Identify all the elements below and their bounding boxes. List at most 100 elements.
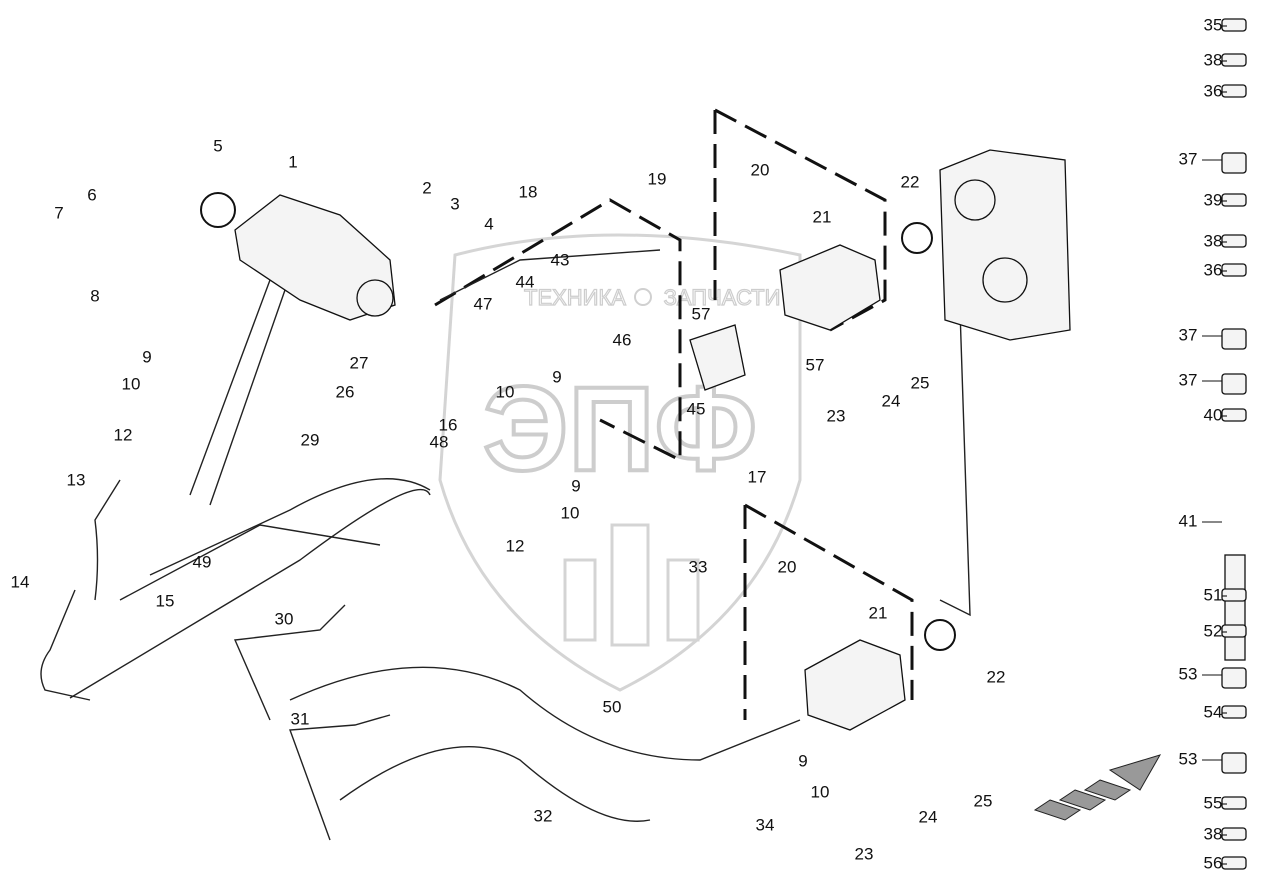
fastener-part-37: [1221, 152, 1247, 174]
callout-25: 25: [911, 373, 930, 392]
fastener-part-52: [1221, 624, 1247, 638]
callout-22: 22: [901, 172, 920, 191]
callout-23: 23: [827, 406, 846, 425]
fastener-part-37: [1221, 373, 1247, 395]
fastener-part-38: [1221, 827, 1247, 841]
fastener-column: [1202, 18, 1247, 870]
fastener-part-37: [1221, 328, 1247, 350]
callout-27: 27: [350, 353, 369, 372]
hydraulic-motor-lower: [804, 639, 906, 731]
callout-32: 32: [534, 806, 553, 825]
hoses: [40, 249, 971, 841]
fastener-label-36: 36: [1204, 260, 1223, 279]
callout-13: 13: [67, 470, 86, 489]
fastener-part-36: [1221, 263, 1247, 277]
fastener-label-54: 54: [1204, 702, 1223, 721]
callout-9: 9: [571, 476, 580, 495]
callout-44: 44: [516, 272, 535, 291]
fastener-part-53: [1221, 667, 1247, 689]
fastener-part-36: [1221, 84, 1247, 98]
callout-12: 12: [506, 536, 525, 555]
valve-block: [689, 324, 746, 391]
fastener-part-35: [1221, 18, 1247, 32]
fastener-part-51: [1221, 588, 1247, 602]
fastener-label-39: 39: [1204, 190, 1223, 209]
callout-22: 22: [987, 667, 1006, 686]
callout-19: 19: [648, 169, 667, 188]
callout-12: 12: [114, 425, 133, 444]
callout-18: 18: [519, 182, 538, 201]
callout-16: 16: [439, 415, 458, 434]
fastener-label-36: 36: [1204, 81, 1223, 100]
callout-6: 6: [87, 185, 96, 204]
callout-29: 29: [301, 430, 320, 449]
callout-7: 7: [54, 203, 63, 222]
callout-1: 1: [288, 152, 297, 171]
gear-icon: [634, 288, 652, 306]
callout-15: 15: [156, 591, 175, 610]
callout-2: 2: [422, 178, 431, 197]
callout-26: 26: [336, 382, 355, 401]
callout-20: 20: [778, 557, 797, 576]
fastener-label-55: 55: [1204, 793, 1223, 812]
callout-25: 25: [974, 791, 993, 810]
callout-8: 8: [90, 286, 99, 305]
fastener-part-55: [1221, 796, 1247, 810]
components: [200, 149, 1071, 731]
fastener-label-38: 38: [1204, 50, 1223, 69]
fastener-label-37: 37: [1179, 325, 1198, 344]
arrow-icon: [1033, 754, 1162, 821]
callout-9: 9: [552, 367, 561, 386]
fastener-part-54: [1221, 705, 1247, 719]
fastener-part-53: [1221, 752, 1247, 774]
callout-3: 3: [450, 194, 459, 213]
fastener-label-56: 56: [1204, 853, 1223, 872]
pump-shaft: [356, 279, 394, 317]
callout-5: 5: [213, 136, 222, 155]
o-ring: [200, 192, 236, 228]
fastener-label-52: 52: [1204, 621, 1223, 640]
callout-31: 31: [291, 709, 310, 728]
callout-34: 34: [756, 815, 775, 834]
fastener-label-35: 35: [1204, 15, 1223, 34]
callout-47: 47: [474, 294, 493, 313]
callout-21: 21: [813, 207, 832, 226]
callout-57: 57: [692, 304, 711, 323]
callout-49: 49: [193, 552, 212, 571]
callout-23: 23: [855, 844, 874, 863]
callout-10: 10: [811, 782, 830, 801]
watermark-right-text: ЗАПЧАСТИ: [664, 285, 781, 310]
callout-48: 48: [430, 432, 449, 451]
callout-20: 20: [751, 160, 770, 179]
callout-17: 17: [748, 467, 767, 486]
watermark-left-text: ТЕХНИКА: [524, 285, 626, 310]
fastener-label-41: 41: [1179, 511, 1198, 530]
hydraulic-motor-upper: [779, 244, 881, 331]
callout-43: 43: [551, 250, 570, 269]
fastener-part-39: [1221, 193, 1247, 207]
assembly-outlines: [434, 108, 914, 720]
fastener-label-38: 38: [1204, 231, 1223, 250]
callout-24: 24: [919, 807, 938, 826]
gearbox: [939, 149, 1071, 341]
fastener-label-40: 40: [1204, 405, 1223, 424]
callout-4: 4: [484, 214, 493, 233]
fastener-label-38: 38: [1204, 824, 1223, 843]
fastener-label-53: 53: [1179, 749, 1198, 768]
callout-45: 45: [687, 399, 706, 418]
callout-30: 30: [275, 609, 294, 628]
fastener-label-37: 37: [1179, 149, 1198, 168]
callout-10: 10: [561, 503, 580, 522]
callout-21: 21: [869, 603, 888, 622]
hydraulic-pump: [234, 194, 396, 321]
fastener-part-56: [1221, 856, 1247, 870]
callout-14: 14: [11, 572, 30, 591]
callout-57: 57: [806, 355, 825, 374]
fastener-label-53: 53: [1179, 664, 1198, 683]
callout-50: 50: [603, 697, 622, 716]
callout-46: 46: [613, 330, 632, 349]
